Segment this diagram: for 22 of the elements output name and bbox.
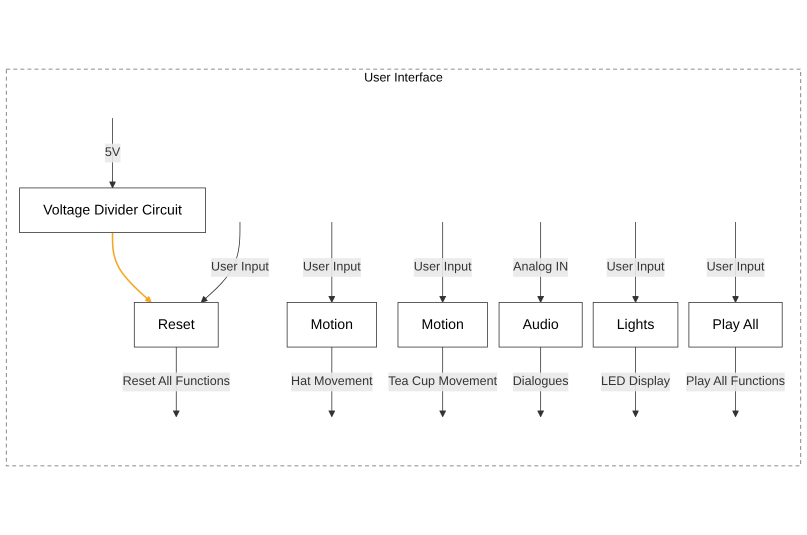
edge-label: Reset All Functions: [122, 374, 230, 388]
node-box: Lights: [592, 302, 678, 348]
edge-label: LED Display: [601, 374, 670, 388]
node-box: Voltage Divider Circuit: [19, 188, 206, 233]
edge-label: Play All Functions: [686, 374, 786, 388]
edge-label: Hat Movement: [291, 374, 373, 388]
arrow: [112, 232, 152, 303]
edge-label: Dialogues: [512, 374, 569, 388]
edge-label: User Input: [302, 260, 361, 274]
node-box: Motion: [398, 302, 488, 348]
node-box: Reset: [134, 302, 219, 348]
edge-label: User Input: [606, 260, 664, 274]
edge-label: User Input: [211, 260, 269, 274]
node-box: Motion: [286, 302, 377, 348]
edge-label: 5V: [104, 146, 120, 160]
edge-label: User Input: [706, 260, 764, 274]
edge-label: Analog IN: [513, 260, 568, 274]
edge-label: User Input: [414, 260, 472, 274]
arrow: [109, 118, 116, 188]
node-box: Audio: [498, 302, 583, 348]
node-box: Play All: [688, 302, 783, 348]
edge-label: Tea Cup Movement: [388, 374, 498, 388]
